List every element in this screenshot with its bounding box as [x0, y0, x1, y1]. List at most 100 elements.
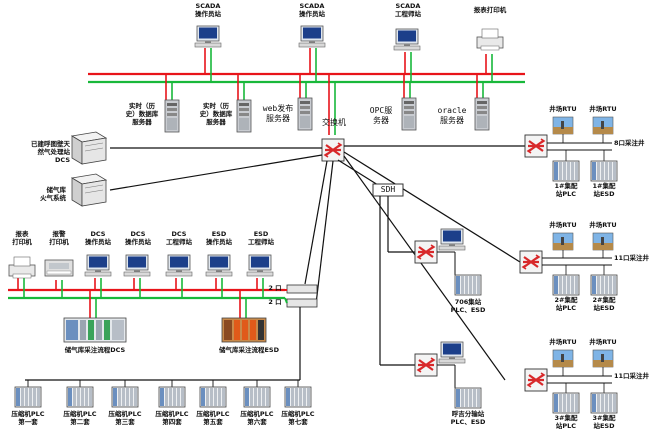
label-rtu-3b: 井场RTU — [589, 338, 617, 346]
label-dcs-engineer: DCS 工程师站 — [166, 230, 192, 246]
scada-operator-pc-1 — [194, 25, 222, 48]
compressor-plc-2-icon — [66, 386, 94, 408]
label-oracle-server: oracle 服务器 — [437, 106, 467, 125]
alarm-printer-icon — [44, 259, 74, 277]
label-dcs-gas-plant: 已建呼图壁天 然气处理站 DCS — [31, 140, 70, 164]
scada-operator-pc-2 — [298, 25, 326, 48]
label-esd-site-2: 2#集配 站ESD — [592, 296, 616, 312]
label-esd-site-1: 1#集配 站ESD — [592, 182, 616, 198]
dcs-cabinet-icon — [63, 317, 127, 343]
label-esd-engineer: ESD 工程师站 — [248, 230, 274, 246]
label-dcs-operator-1: DCS 操作员站 — [85, 230, 111, 246]
dcs-engineer-pc — [165, 254, 193, 277]
rtu-site-2a-icon — [552, 232, 574, 251]
dcs-operator-pc-2 — [123, 254, 151, 277]
router-site-2-icon — [518, 249, 544, 275]
hub-a — [286, 284, 318, 294]
label-plc-site-1: 1#集配 站PLC — [554, 182, 578, 198]
label-rtu-1b: 井场RTU — [589, 105, 617, 113]
label-compressor-5: 压缩机PLC 第五套 — [196, 410, 230, 426]
pc-706-icon — [438, 228, 466, 251]
report-printer-icon — [8, 256, 36, 279]
fire-system-server-icon — [71, 173, 107, 207]
label-esd-cabinet: 储气库采注流程ESD — [218, 346, 280, 354]
compressor-plc-1-icon — [14, 386, 42, 408]
esd-site-2-icon — [590, 274, 618, 296]
label-web-server: web发布 服务器 — [262, 104, 294, 123]
rtu-site-3b-icon — [592, 349, 614, 368]
label-opc-server: OPC服 务器 — [369, 106, 393, 125]
plc-site-2-icon — [552, 274, 580, 296]
compressor-plc-4-icon — [158, 386, 186, 408]
label-well-11a: 11口采注井 — [614, 254, 650, 262]
label-fire-system: 储气库 火气系统 — [40, 186, 66, 202]
label-rtu-2a: 井场RTU — [549, 221, 577, 229]
label-compressor-6: 压缩机PLC 第六套 — [240, 410, 274, 426]
opc-server-icon — [401, 97, 417, 131]
compressor-plc-5-icon — [199, 386, 227, 408]
label-compressor-1: 压缩机PLC 第一套 — [11, 410, 45, 426]
router-site-1-icon — [523, 133, 549, 159]
label-scada-engineer: SCADA 工程师站 — [395, 2, 421, 18]
plc-706-icon — [454, 274, 482, 296]
label-plc-hutubi: 呼吉分输站 PLC、ESD — [450, 410, 486, 426]
label-compressor-4: 压缩机PLC 第四套 — [155, 410, 189, 426]
label-dcs-cabinet: 储气库采注流程DCS — [64, 346, 126, 354]
pc-hutubi-icon — [438, 341, 466, 364]
label-well-8: 8口采注井 — [614, 139, 645, 147]
oracle-server-icon — [474, 97, 490, 131]
label-report-printer-top: 报表打印机 — [473, 6, 507, 14]
label-switch: 交换机 — [322, 118, 346, 127]
label-rtu-3a: 井场RTU — [549, 338, 577, 346]
router-site-3-icon — [523, 367, 549, 393]
esd-engineer-pc — [246, 254, 274, 277]
esd-site-3-icon — [590, 392, 618, 414]
label-well-11b: 11口采注井 — [614, 372, 650, 380]
dcs-operator-pc-1 — [84, 254, 112, 277]
label-rtu-2b: 井场RTU — [589, 221, 617, 229]
label-compressor-7: 压缩机PLC 第七套 — [281, 410, 315, 426]
hub-b — [286, 298, 318, 308]
esd-cabinet-icon — [221, 317, 267, 343]
label-plc-706: 706集站 PLC、ESD — [450, 298, 486, 314]
esd-operator-pc — [205, 254, 233, 277]
label-port-a: 2 口 — [268, 284, 282, 292]
label-rtu-1a: 井场RTU — [549, 105, 577, 113]
plc-site-1-icon — [552, 160, 580, 182]
core-switch-icon — [320, 137, 346, 163]
label-dcs-operator-2: DCS 操作员站 — [125, 230, 151, 246]
dcs-gas-plant-server-icon — [71, 131, 107, 165]
label-history-db-1: 实时（历 史）数据库 服务器 — [125, 102, 159, 126]
label-alarm-printer: 报警 打印机 — [49, 230, 69, 246]
history-db-server-2-icon — [236, 99, 252, 133]
scada-engineer-pc — [393, 28, 421, 51]
label-esd-operator: ESD 操作员站 — [206, 230, 232, 246]
label-compressor-2: 压缩机PLC 第二套 — [63, 410, 97, 426]
rtu-site-1a-icon — [552, 116, 574, 135]
compressor-plc-7-icon — [284, 386, 312, 408]
label-report-printer: 报表 打印机 — [12, 230, 32, 246]
rtu-site-3a-icon — [552, 349, 574, 368]
compressor-plc-6-icon — [243, 386, 271, 408]
plc-site-3-icon — [552, 392, 580, 414]
label-port-b: 2 口 — [268, 298, 282, 306]
label-esd-site-3: 3#集配 站ESD — [592, 414, 616, 430]
label-plc-site-3: 3#集配 站PLC — [554, 414, 578, 430]
report-printer-top-icon — [476, 28, 504, 51]
compressor-plc-3-icon — [111, 386, 139, 408]
label-plc-site-2: 2#集配 站PLC — [554, 296, 578, 312]
rtu-site-1b-icon — [592, 116, 614, 135]
history-db-server-1-icon — [164, 99, 180, 133]
web-server-icon — [297, 97, 313, 131]
label-scada-operator-1: SCADA 操作员站 — [195, 2, 221, 18]
label-scada-operator-2: SCADA 操作员站 — [299, 2, 325, 18]
router-706-icon — [413, 239, 439, 265]
label-sdh: SDH — [380, 185, 396, 194]
label-compressor-3: 压缩机PLC 第三套 — [108, 410, 142, 426]
plc-hutubi-icon — [454, 387, 482, 409]
label-history-db-2: 实时（历 史）数据库 服务器 — [199, 102, 233, 126]
rtu-site-2b-icon — [592, 232, 614, 251]
esd-site-1-icon — [590, 160, 618, 182]
router-hutubi-icon — [413, 352, 439, 378]
